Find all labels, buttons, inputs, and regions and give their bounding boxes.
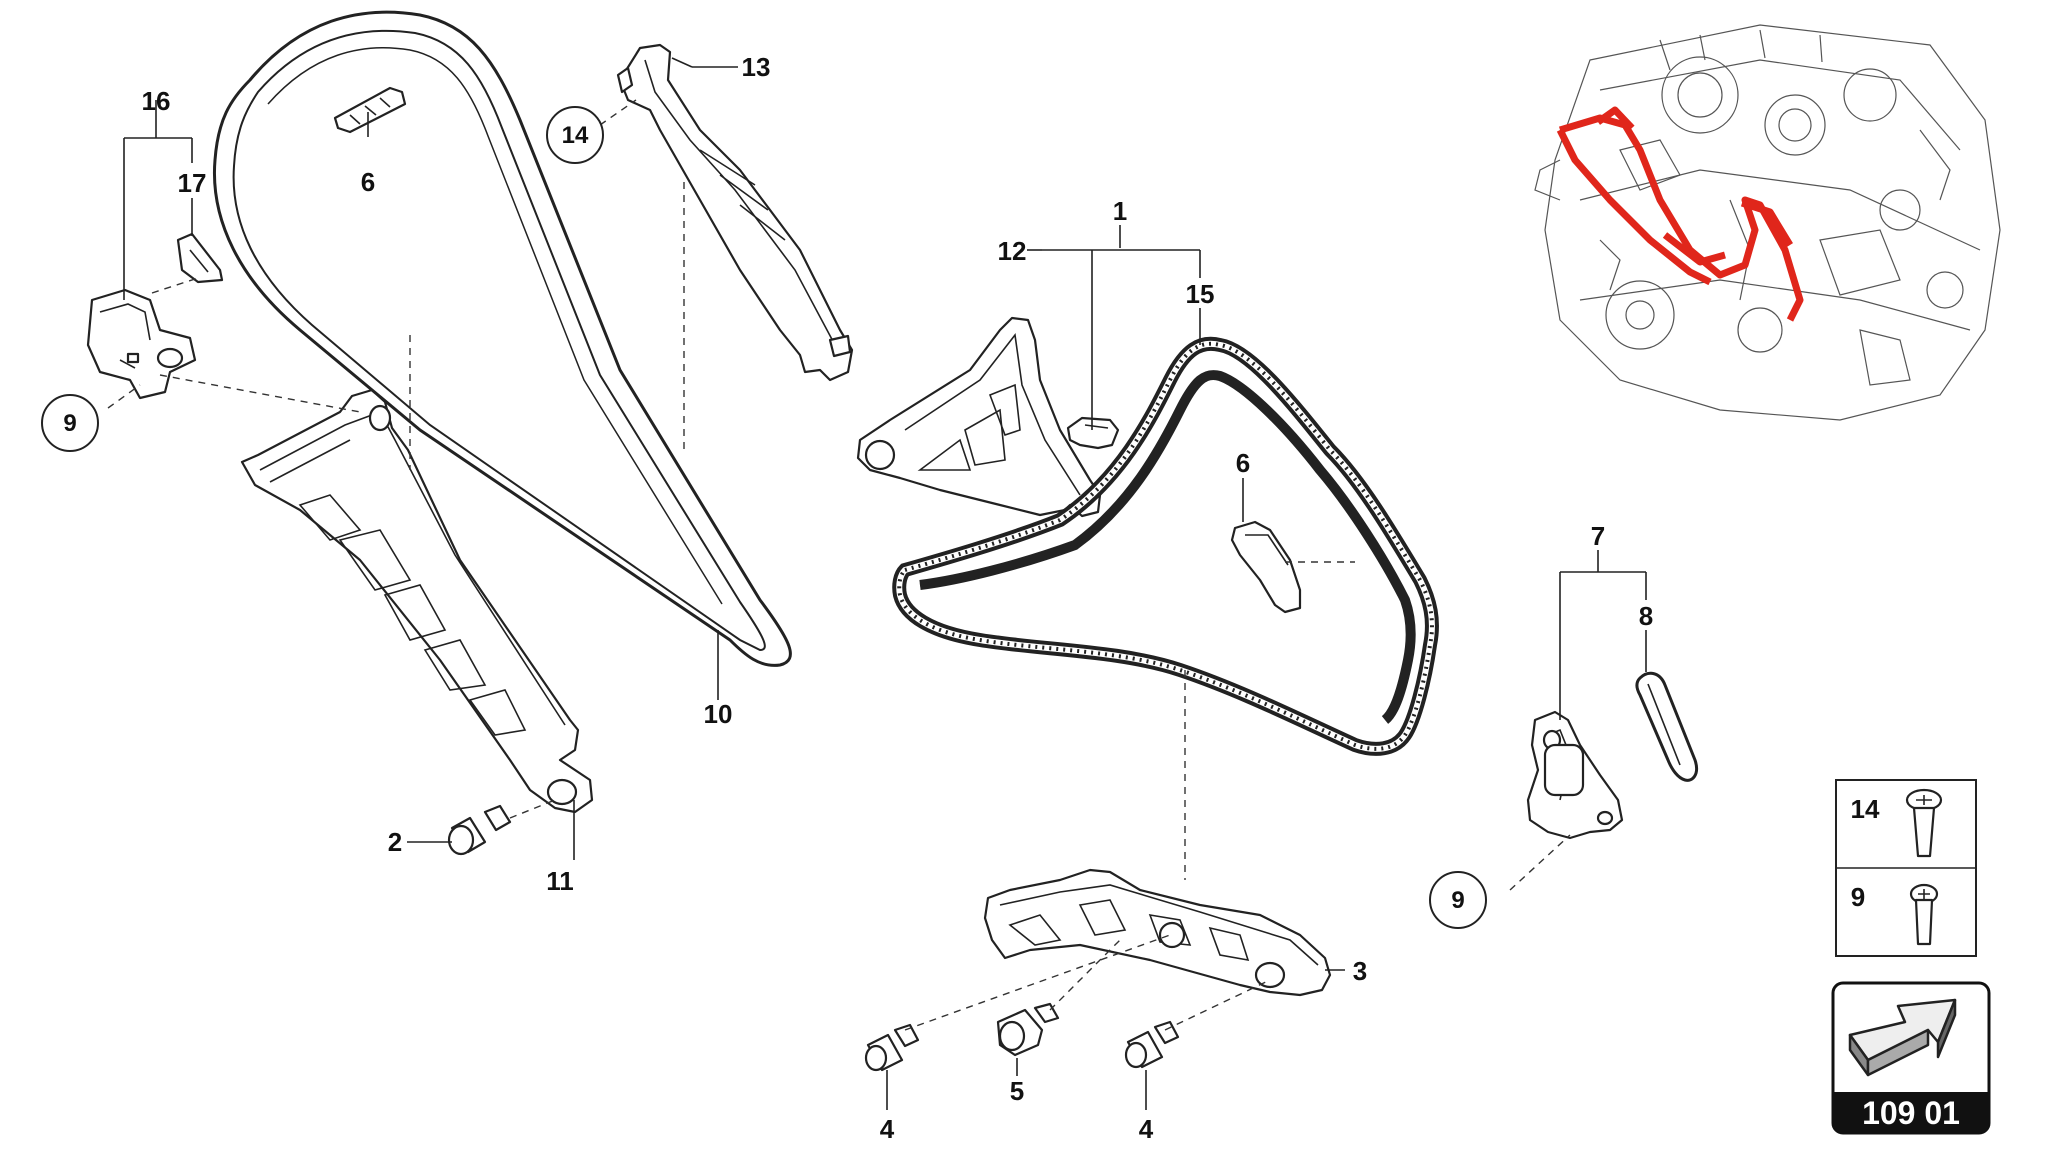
assembly-connectors — [107, 99, 1571, 1031]
label-17: 17 — [178, 168, 207, 198]
label-4a: 4 — [880, 1114, 895, 1144]
slide-piece-6-left — [333, 86, 407, 134]
bolt-torx-icon — [1909, 883, 1939, 946]
label-12: 12 — [998, 236, 1027, 266]
bolt-flanged-icon — [1905, 788, 1943, 858]
label-15: 15 — [1186, 279, 1215, 309]
chain-tensioner-right — [1526, 710, 1624, 840]
label-1: 1 — [1113, 196, 1127, 226]
label-7: 7 — [1591, 521, 1605, 551]
callout-labels: 1 2 3 4 4 5 6 6 7 8 10 11 12 13 15 16 17 — [142, 52, 1654, 1144]
fastener-reference-box: 14 9 — [1835, 779, 1977, 957]
seal-ring-8 — [1635, 671, 1699, 782]
bolt-4-right — [1124, 1020, 1180, 1069]
ref-label-14: 14 — [1851, 794, 1880, 824]
label-10: 10 — [704, 699, 733, 729]
label-13: 13 — [742, 52, 771, 82]
page-number[interactable]: 109 01 — [1862, 1095, 1960, 1131]
label-16: 16 — [142, 86, 171, 116]
timing-drive-highlight — [1556, 106, 1804, 322]
label-5: 5 — [1010, 1076, 1024, 1106]
circle-9a-ring — [41, 394, 99, 452]
label-3: 3 — [1353, 956, 1367, 986]
next-page-nav[interactable]: 109 01 — [1831, 981, 1991, 1135]
bolt-4-left — [864, 1023, 920, 1072]
tensioner-rail-11 — [240, 388, 594, 814]
next-arrow-icon[interactable] — [1848, 998, 1957, 1077]
guide-rail-3 — [983, 868, 1332, 997]
chain-tensioner-left — [86, 288, 197, 400]
circled-callouts: 14 9 9 — [41, 106, 1487, 929]
label-2: 2 — [388, 827, 402, 857]
timing-chain-15 — [892, 336, 1439, 756]
leader-lines — [123, 57, 1647, 1110]
label-6a: 6 — [361, 167, 375, 197]
circle-14-ring — [546, 106, 604, 164]
label-11: 11 — [546, 866, 574, 896]
bolt-5 — [996, 1002, 1060, 1057]
circle-14: 14 — [562, 122, 589, 149]
slide-piece-6-center — [1230, 520, 1302, 614]
gasket-17 — [176, 232, 224, 284]
ref-label-9: 9 — [1851, 882, 1865, 912]
label-8: 8 — [1639, 601, 1653, 631]
circle-9a: 9 — [63, 410, 76, 437]
timing-chain-10 — [212, 10, 792, 667]
guide-rail-12 — [856, 316, 1102, 518]
circle-9b-ring — [1429, 871, 1487, 929]
guide-rail-13 — [616, 43, 854, 382]
label-6b: 6 — [1236, 448, 1250, 478]
label-4b: 4 — [1139, 1114, 1154, 1144]
pin-2 — [447, 804, 512, 856]
circle-9b: 9 — [1451, 887, 1464, 914]
clip-piece-12b — [1066, 416, 1120, 450]
engine-locator-thumbnail — [1534, 24, 2001, 421]
